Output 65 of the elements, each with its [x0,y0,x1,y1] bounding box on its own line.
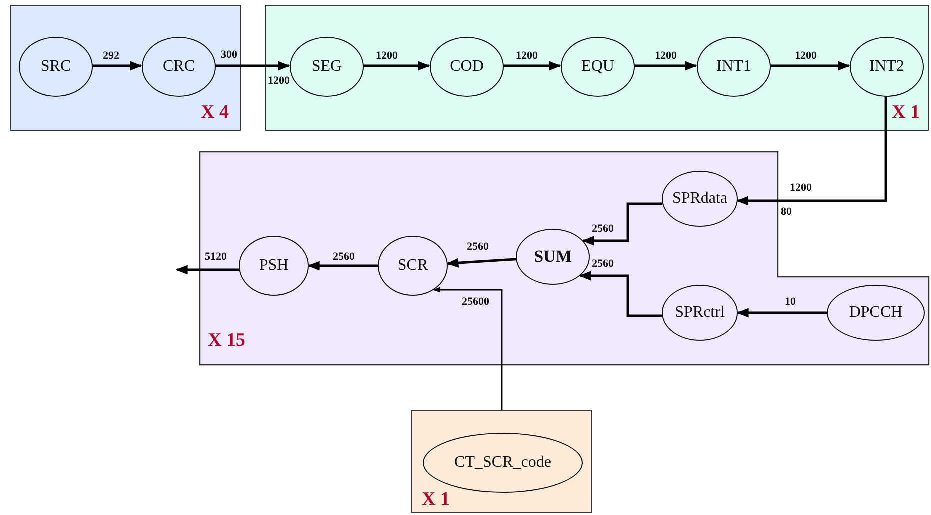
process-ellipse [423,433,583,493]
edge-label: 2560 [467,241,489,254]
arrow [770,61,850,71]
arrow [736,96,888,206]
group-panel [10,5,241,131]
edge-label: 2560 [592,223,614,236]
arrow [363,61,430,71]
process-ellipse [561,37,635,97]
rate-label: 1200 [268,75,290,88]
node-label: SRC [40,58,72,76]
process-ellipse [662,171,738,227]
node-label: INT1 [716,58,752,76]
process-ellipse [697,37,771,97]
node-label: INT2 [870,58,904,76]
process-ellipse [290,37,364,97]
process-ellipse [239,236,309,296]
edge-label: 1200 [655,50,677,63]
edge-label: 1200 [376,50,398,63]
arrow [176,265,240,275]
node-label: SPRdata [672,190,728,208]
node-label: DPCCH [849,304,903,322]
repeat-count: X 1 [422,489,450,511]
process-ellipse [142,37,216,97]
node-label: SCR [398,257,428,275]
edge-label: 1200 [790,182,812,195]
arrow [582,202,663,246]
node-label: SEG [312,58,342,76]
edge-label: 292 [103,50,120,63]
arrow [578,271,662,318]
node-label: PSH [259,257,289,275]
node-label: SPRctrl [675,304,725,322]
process-ellipse [827,285,925,341]
node-label: EQU [582,58,614,76]
arrow [446,258,516,268]
repeat-count: X 4 [201,102,229,124]
edge-label: 2560 [592,258,614,271]
arrow [634,61,698,71]
arrow [308,261,378,271]
group-panel [265,5,929,131]
arrow [503,61,562,71]
edge-label: 1200 [795,50,817,63]
process-ellipse [850,37,924,97]
process-ellipse [378,236,448,296]
edge-label: 5120 [205,251,227,264]
arrow [215,61,290,71]
edge-label: 2560 [333,251,355,264]
node-label: CRC [162,58,195,76]
node-label: COD [450,58,484,76]
arrow [92,61,142,71]
arrow [736,308,827,318]
edge-label: 300 [221,49,238,62]
edge-label: 10 [785,296,796,309]
rate-label: 80 [781,206,792,219]
group-panel [411,410,592,513]
node-label: SUM [534,247,572,267]
process-ellipse [662,285,738,341]
arrow [433,287,503,410]
edge-label: 1200 [516,50,538,63]
process-ellipse [19,37,93,97]
process-ellipse [430,37,504,97]
repeat-count: X 1 [892,102,920,124]
node-label: CT_SCR_code [454,454,552,472]
process-ellipse [516,229,590,285]
edge-label: 25600 [462,296,490,309]
repeat-count: X 15 [208,330,246,352]
